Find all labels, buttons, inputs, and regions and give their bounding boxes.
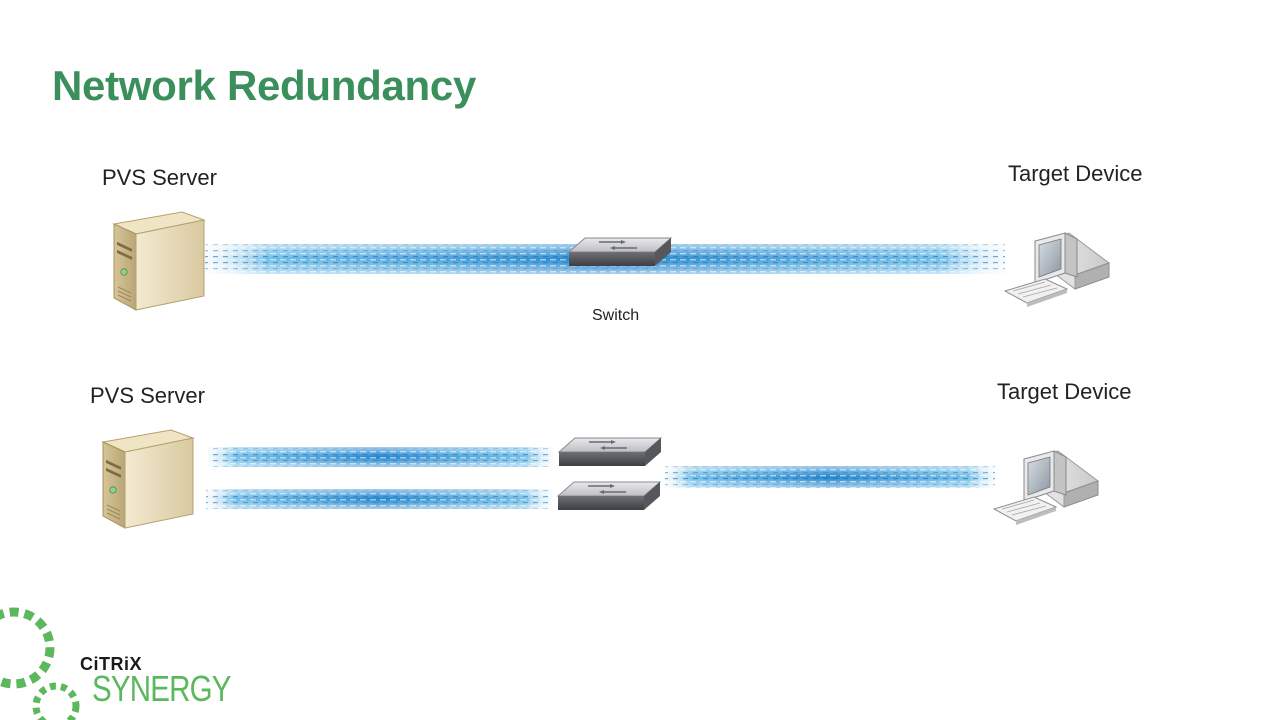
bottom-switch-icon-2	[557, 481, 661, 511]
bottom-network-link-2	[206, 489, 552, 509]
bottom-desktop-computer-icon	[993, 450, 1099, 526]
bottom-target-label: Target Device	[997, 379, 1132, 404]
citrix-synergy-logo-mark	[0, 607, 80, 720]
top-desktop-computer-icon	[1004, 232, 1110, 308]
top-server-icon	[113, 211, 205, 311]
switch-label: Switch	[592, 307, 640, 324]
bottom-server-label: PVS Server	[90, 383, 205, 408]
bottom-switch-icon-1	[558, 437, 662, 467]
top-server-label: PVS Server	[102, 165, 217, 190]
slide-title: Network Redundancy	[52, 62, 477, 109]
citrix-logo-text: CiTRiX	[80, 654, 143, 674]
bottom-network-link-1	[208, 447, 553, 467]
bottom-network-link-3	[665, 466, 995, 488]
top-switch-icon	[568, 237, 672, 267]
top-target-label: Target Device	[1008, 161, 1143, 186]
synergy-logo-text: SYNERGY	[92, 668, 231, 709]
bottom-server-icon	[102, 429, 194, 529]
